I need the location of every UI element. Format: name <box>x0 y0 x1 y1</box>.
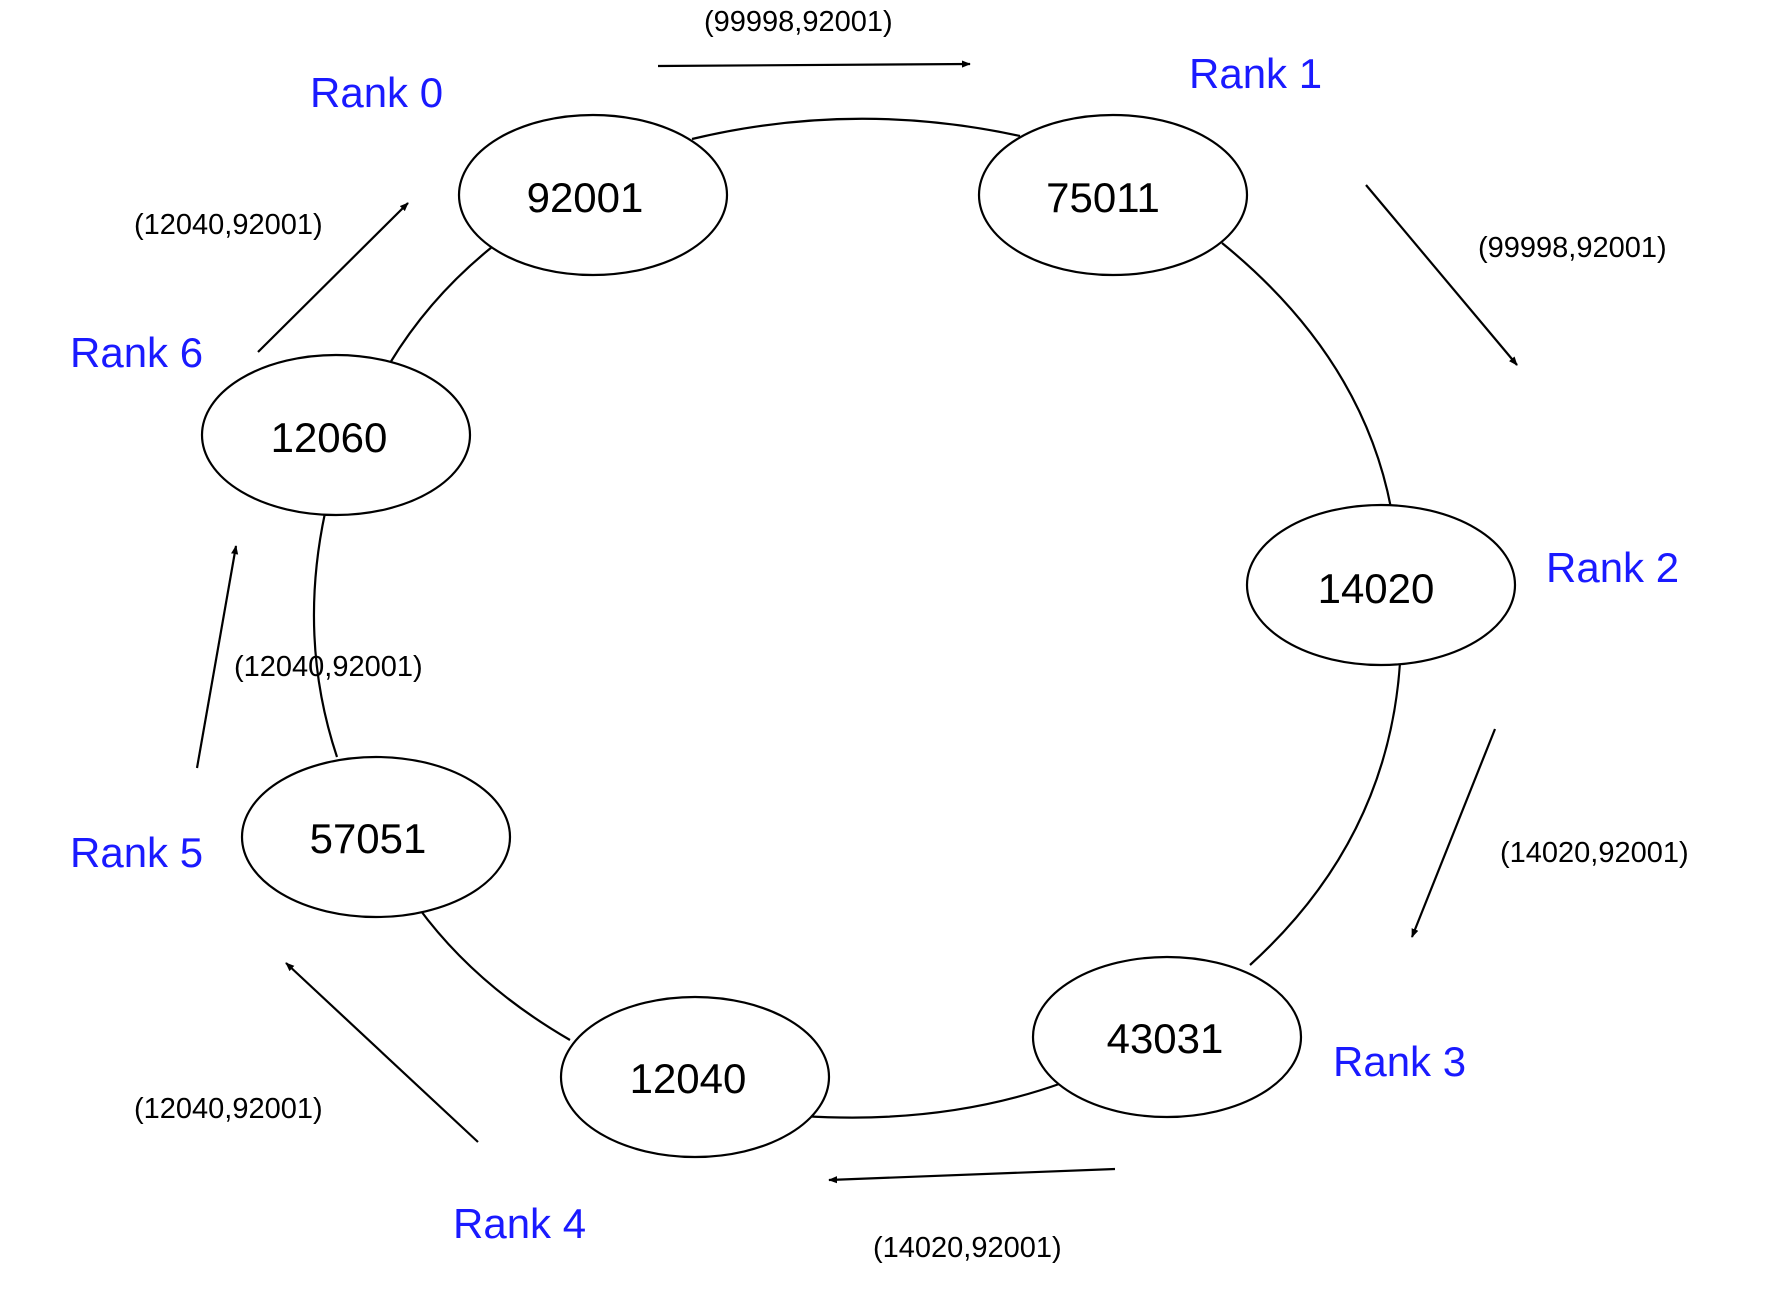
message-label-6-0: (12040,92001) <box>134 209 323 241</box>
node-rank-6: 12060 <box>200 353 472 517</box>
message-labels: (99998,92001) (99998,92001) (14020,92001… <box>134 6 1689 1264</box>
node-ellipse <box>977 113 1249 277</box>
rank-label-0: Rank 0 <box>310 69 443 116</box>
arrow-rank4-to-rank5 <box>285 962 479 1143</box>
ring-segment-4-5 <box>417 906 571 1041</box>
ring-segment-3-4 <box>802 1081 1063 1119</box>
message-label-2-3: (14020,92001) <box>1500 837 1689 869</box>
rank-label-1: Rank 1 <box>1189 50 1322 97</box>
message-label-0-1: (99998,92001) <box>704 6 893 38</box>
ring-segment-1-2 <box>1221 242 1393 509</box>
rank-label-6: Rank 6 <box>70 329 203 376</box>
ring-segment-0-1 <box>691 117 1021 141</box>
arrow-rank5-to-rank6 <box>195 545 239 769</box>
ring-segment-6-0 <box>389 246 493 364</box>
node-value: 12060 <box>271 414 388 461</box>
rank-label-4: Rank 4 <box>453 1200 586 1247</box>
node-value: 12040 <box>630 1055 747 1102</box>
node-ellipse <box>559 995 831 1159</box>
node-rank-0: 92001 <box>457 113 729 277</box>
rank-label-5: Rank 5 <box>70 829 203 876</box>
rank-label-2: Rank 2 <box>1546 544 1679 591</box>
message-label-3-4: (14020,92001) <box>873 1232 1062 1264</box>
ring-segment-2-3 <box>1249 662 1402 966</box>
arrow-rank6-to-rank0 <box>257 202 409 353</box>
message-label-4-5: (12040,92001) <box>134 1093 323 1125</box>
ring-connectors <box>312 117 1402 1119</box>
message-label-1-2: (99998,92001) <box>1478 232 1667 264</box>
arrow-rank2-to-rank3 <box>1410 728 1497 938</box>
node-rank-2: 14020 <box>1245 503 1517 667</box>
node-rank-4: 12040 <box>559 995 831 1159</box>
node-ellipse <box>457 113 729 277</box>
node-ellipse <box>240 755 512 919</box>
rank-labels: Rank 0 Rank 1 Rank 2 Rank 3 Rank 4 Rank … <box>70 50 1679 1247</box>
node-rank-1: 75011 <box>977 113 1249 277</box>
arrow-rank0-to-rank1 <box>657 60 971 68</box>
arrow-rank1-to-rank2 <box>1365 184 1518 366</box>
node-ellipse <box>1245 503 1517 667</box>
message-arrows <box>195 60 1518 1184</box>
node-ellipse <box>200 353 472 517</box>
node-value: 92001 <box>527 174 644 221</box>
node-rank-3: 43031 <box>1031 955 1303 1119</box>
message-label-5-6: (12040,92001) <box>234 651 423 683</box>
node-value: 57051 <box>310 815 427 862</box>
node-value: 14020 <box>1318 565 1435 612</box>
node-value: 43031 <box>1107 1015 1224 1062</box>
ring-segment-5-6 <box>312 512 339 758</box>
node-ellipse <box>1031 955 1303 1119</box>
arrow-rank3-to-rank4 <box>828 1167 1116 1184</box>
node-rank-5: 57051 <box>240 755 512 919</box>
node-value: 75011 <box>1046 174 1160 221</box>
rank-label-3: Rank 3 <box>1333 1038 1466 1085</box>
